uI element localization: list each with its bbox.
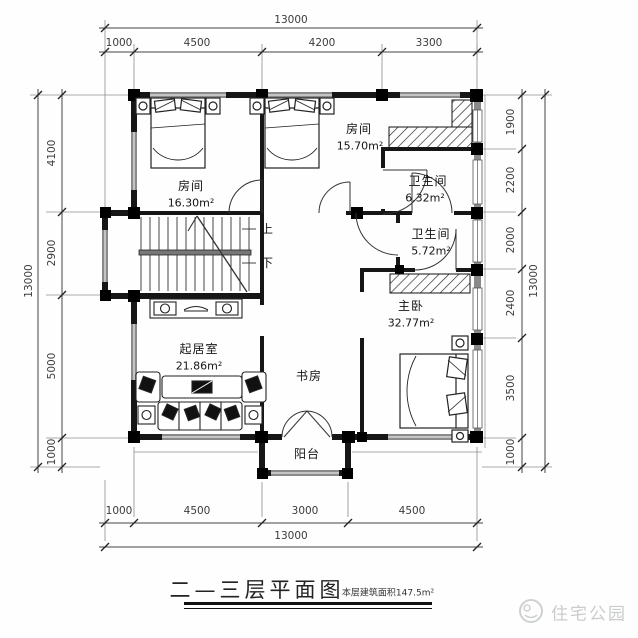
- room-area-living: 21.86m²: [175, 359, 223, 373]
- dim-left-total: 13000: [22, 264, 35, 298]
- room-area-bedroom1: 16.30m²: [167, 196, 215, 210]
- room-label-bedroom1: 房间: [177, 179, 205, 193]
- room-label-bath1: 卫生间: [408, 174, 448, 188]
- sofa-group: [135, 371, 267, 431]
- dim-bottom-seg-1: 4500: [183, 504, 211, 517]
- room-label-bath2: 卫生间: [411, 227, 451, 241]
- dim-left-seg-0: 4100: [45, 139, 58, 167]
- title-rule-thin: [184, 608, 432, 609]
- dim-top-seg-1: 4500: [183, 36, 211, 49]
- dim-right-seg-4: 3500: [504, 374, 517, 402]
- room-label-study: 书房: [295, 369, 323, 383]
- floor-area-note: 本层建筑面积147.5m²: [341, 588, 435, 599]
- watermark-text: 住宅公园: [551, 604, 627, 625]
- stairs-up-label: 上: [260, 222, 274, 236]
- watermark-logo-icon: [519, 599, 543, 623]
- windows: [102, 92, 460, 476]
- room-label-master: 主卧: [397, 299, 425, 313]
- dim-bottom-seg-0: 1000: [105, 504, 133, 517]
- room-area-bath2: 5.72m²: [411, 244, 451, 258]
- balcony-door-gap: [282, 433, 332, 441]
- room-label-bedroom2: 房间: [345, 122, 373, 136]
- dim-right-seg-1: 2200: [504, 166, 517, 194]
- dim-bottom-seg-2: 3000: [291, 504, 319, 517]
- dim-right-total: 13000: [527, 264, 540, 298]
- dim-top-total: 13000: [274, 13, 308, 26]
- bed-master: [399, 335, 469, 443]
- bed-bedroom2: [249, 97, 335, 169]
- dim-right-seg-5: 1000: [504, 438, 517, 466]
- extension-lines: [30, 20, 552, 541]
- dim-left-seg-3: 1000: [45, 438, 58, 466]
- room-label-living: 起居室: [179, 342, 219, 356]
- stairs-down-label: 下: [260, 256, 274, 270]
- room-area-master: 32.77m²: [387, 316, 435, 330]
- room-area-bath1: 6.32m²: [405, 191, 445, 205]
- closet-hatch: [388, 99, 473, 294]
- dim-bottom-total: 13000: [274, 529, 308, 542]
- doors: [228, 169, 457, 438]
- title-rule-thick: [184, 602, 432, 605]
- dim-top-seg-3: 3300: [415, 36, 443, 49]
- dim-left-seg-2: 5000: [45, 352, 58, 380]
- dim-left-seg-1: 2900: [45, 239, 58, 267]
- room-label-balcony: 阳台: [293, 447, 321, 461]
- room-area-bedroom2: 15.70m²: [336, 139, 384, 153]
- columns: [100, 89, 483, 479]
- stairs: [138, 215, 256, 293]
- drawing-title: 二—三层平面图: [169, 578, 345, 602]
- bed-bedroom1: [135, 97, 221, 169]
- dim-right-seg-0: 1900: [504, 108, 517, 136]
- dim-top-seg-2: 4200: [308, 36, 336, 49]
- dim-right-seg-2: 2000: [504, 226, 517, 254]
- dim-top-seg-0: 1000: [105, 36, 133, 49]
- dim-right-seg-3: 2400: [504, 289, 517, 317]
- eave-outline: [134, 95, 486, 453]
- dim-bottom-seg-3: 4500: [398, 504, 426, 517]
- dimension-lines: [37, 27, 546, 548]
- tv-console: [149, 298, 243, 319]
- dimension-ticks: [33, 23, 550, 552]
